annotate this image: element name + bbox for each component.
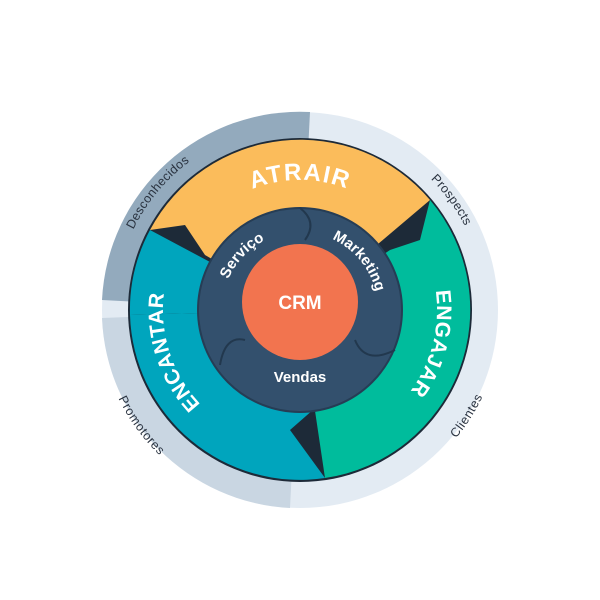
inner-ring-divider — [354, 339, 396, 357]
inner-label-vendas: Vendas — [274, 369, 327, 386]
crm-label: CRM — [278, 293, 321, 314]
inner-ring-divider — [219, 338, 246, 366]
inner-ring-divider — [299, 207, 312, 241]
crm-circle — [242, 244, 358, 360]
